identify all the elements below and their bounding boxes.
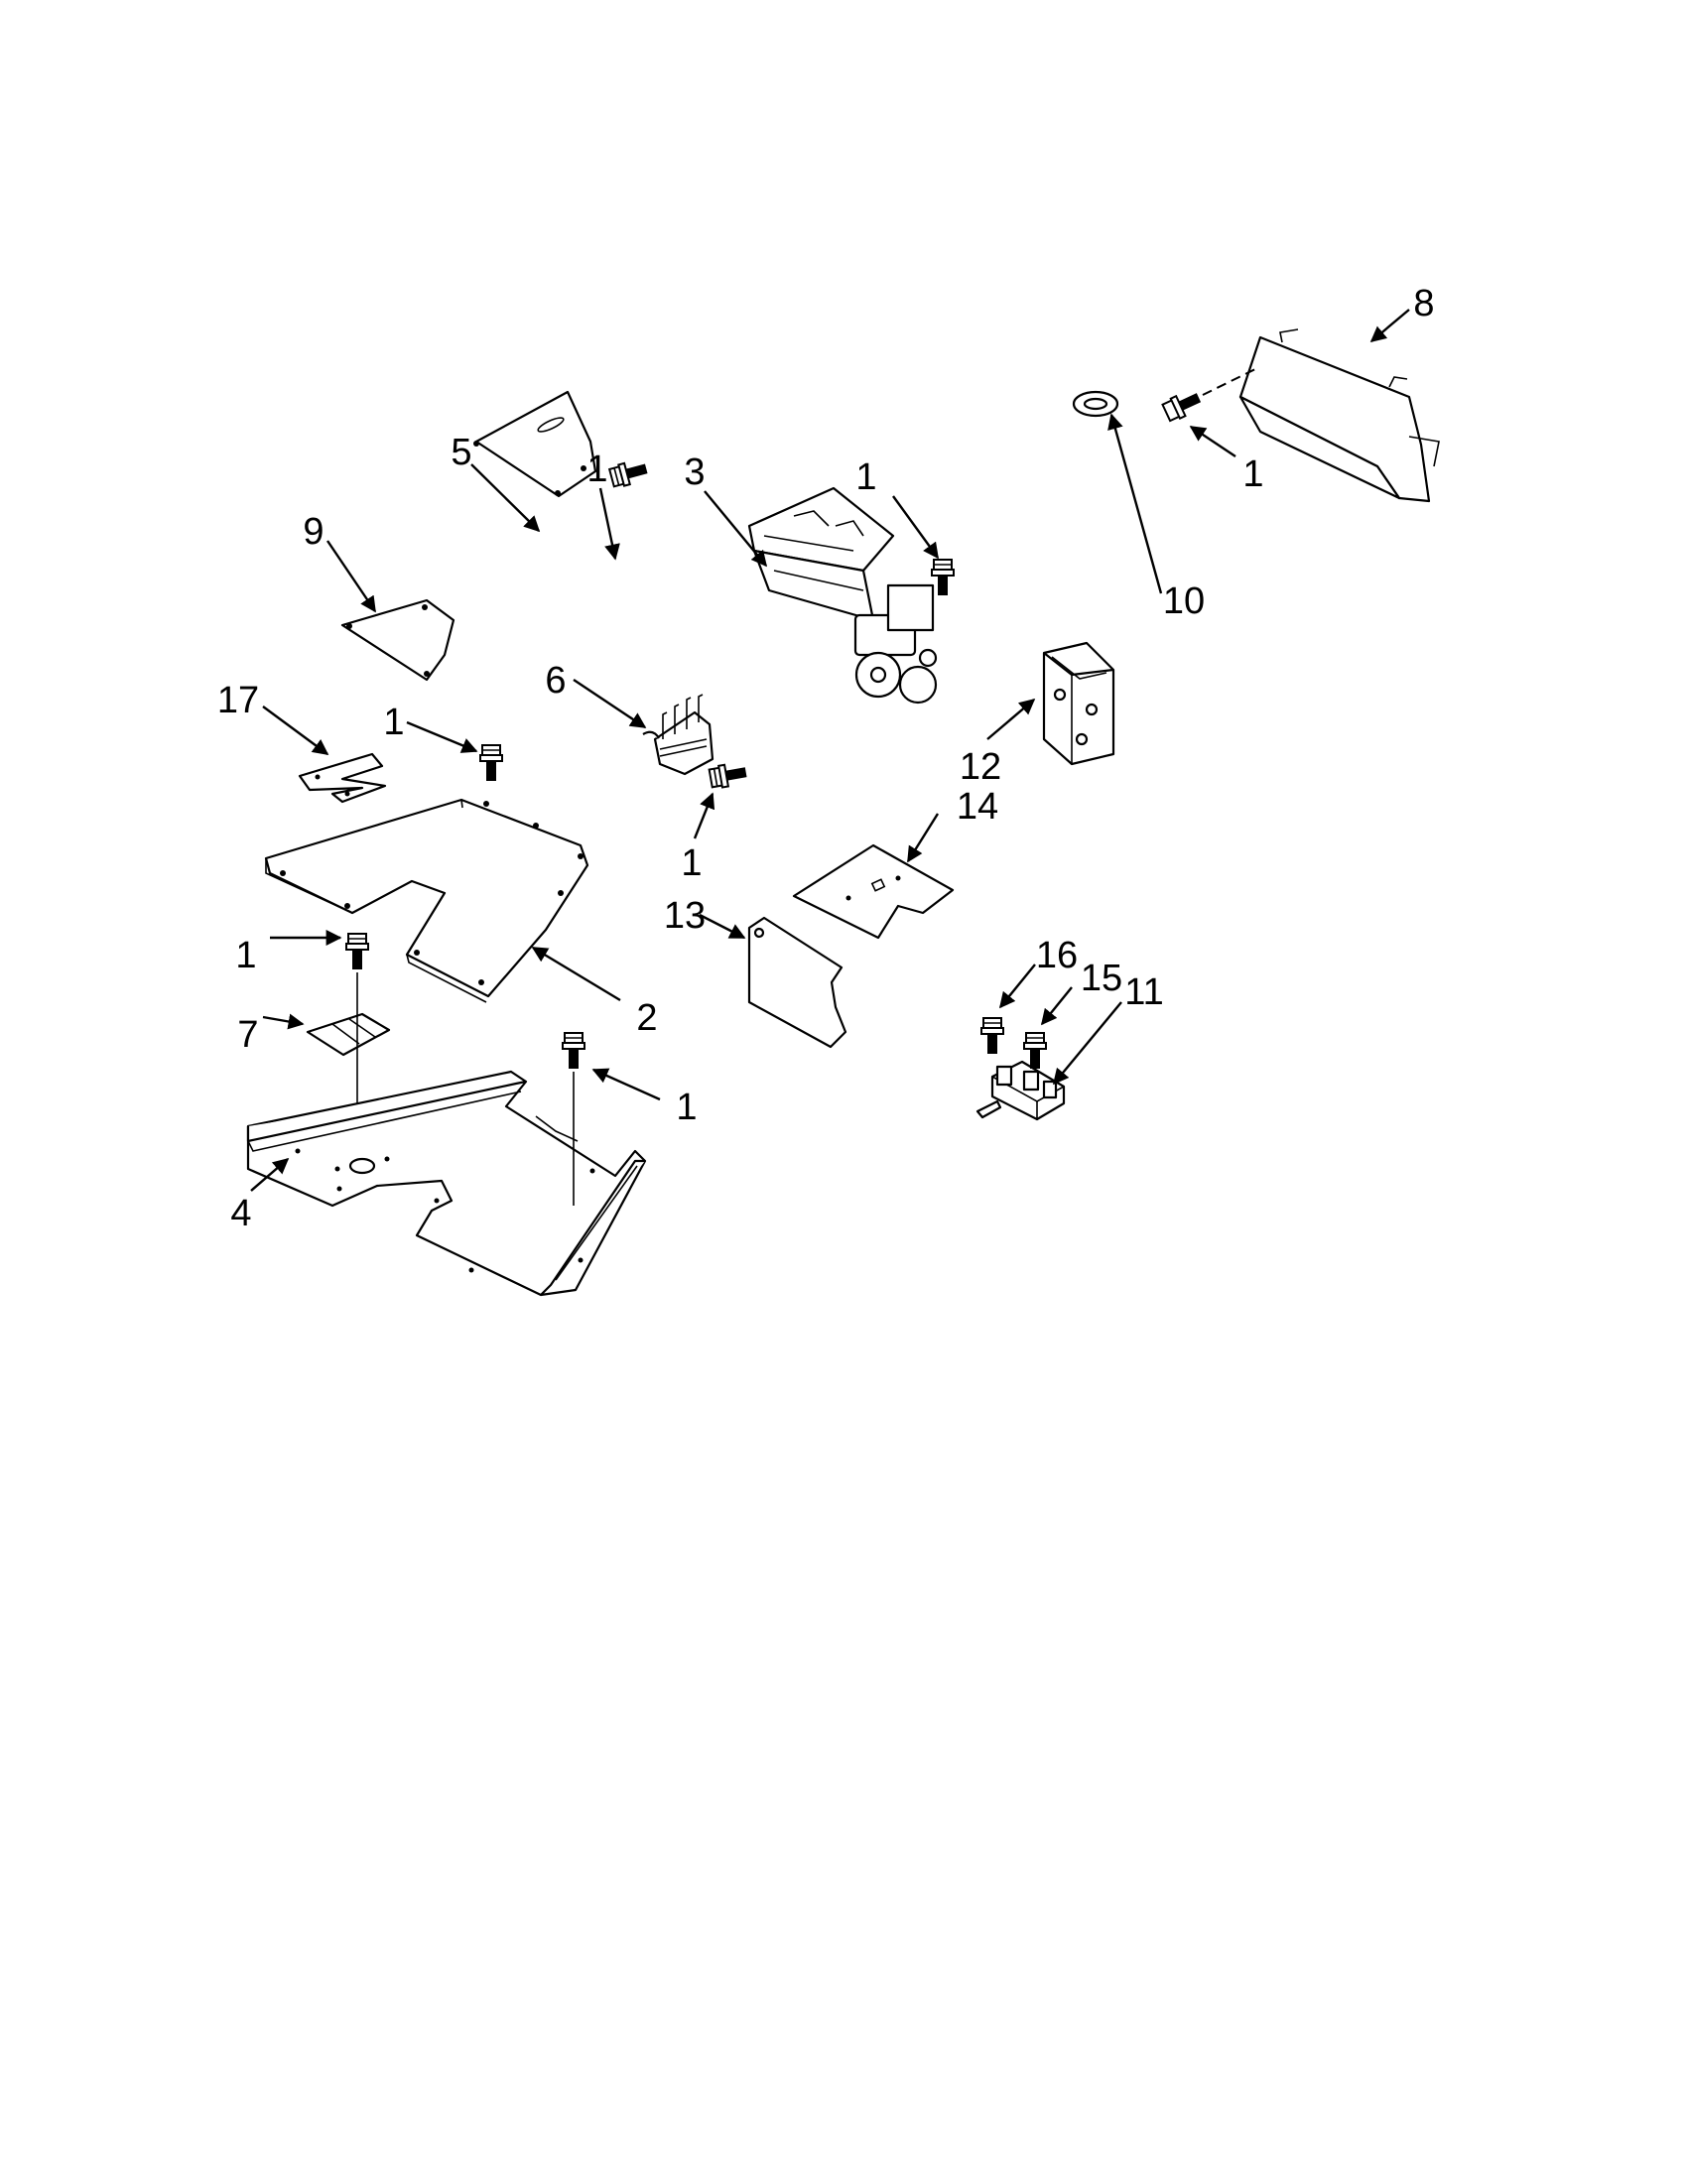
part-12-electrical-box — [1042, 641, 1115, 766]
callout-6: 6 — [545, 660, 566, 702]
part-7-plate — [306, 1012, 391, 1057]
part-13-shield — [747, 916, 847, 1049]
callout-9: 9 — [303, 511, 324, 553]
part-3-motor-assembly — [747, 486, 938, 705]
callout-3: 3 — [684, 451, 705, 493]
part-1-screw-near-5 — [607, 456, 651, 490]
callout-17: 17 — [217, 680, 259, 721]
part-15-screw — [1023, 1032, 1047, 1070]
callout-13: 13 — [664, 895, 706, 937]
callout-1-above-2: 1 — [383, 702, 404, 743]
part-1-screw-near-3 — [931, 559, 955, 596]
callout-labels: 8 1 10 5 1 3 1 9 6 1 12 14 17 1 13 2 1 7… — [217, 283, 1435, 1234]
part-1-screw-top-right — [1160, 386, 1205, 424]
callout-16: 16 — [1036, 935, 1078, 976]
callout-1-right-4: 1 — [676, 1087, 697, 1128]
callout-1-near-5: 1 — [586, 449, 607, 490]
leader-lines — [250, 309, 1410, 1192]
part-6-relay — [642, 694, 714, 776]
callout-15: 15 — [1081, 958, 1122, 999]
part-4-base-pan — [246, 1070, 647, 1297]
part-1-screw-right-4 — [562, 1032, 585, 1070]
callout-2: 2 — [636, 997, 657, 1039]
part-1-screw-below-6 — [708, 760, 749, 791]
callout-10: 10 — [1163, 580, 1205, 622]
callout-12: 12 — [960, 746, 1001, 788]
callout-8: 8 — [1413, 283, 1434, 324]
part-2-panel — [264, 798, 589, 1003]
part-10-grommet — [1072, 390, 1119, 418]
callout-1-left: 1 — [235, 935, 256, 976]
callout-7: 7 — [237, 1014, 258, 1056]
part-14-insulation — [792, 843, 955, 940]
callout-4: 4 — [230, 1193, 251, 1234]
callout-11: 11 — [1124, 971, 1163, 1013]
callout-1-below-6: 1 — [681, 842, 702, 884]
callout-5: 5 — [451, 432, 471, 473]
part-17-bracket — [298, 752, 387, 804]
part-1-screw-left — [345, 933, 369, 970]
part-1-screw-above-2 — [479, 744, 503, 782]
callout-1-top-right: 1 — [1242, 453, 1263, 495]
part-11-terminal-block — [975, 1060, 1066, 1121]
part-5-plate — [473, 390, 597, 498]
callout-14: 14 — [957, 786, 998, 828]
part-9-plate — [340, 598, 455, 682]
callout-1-near-3: 1 — [855, 456, 876, 498]
part-16-screw — [980, 1017, 1004, 1055]
part-8-bracket — [1202, 328, 1440, 503]
